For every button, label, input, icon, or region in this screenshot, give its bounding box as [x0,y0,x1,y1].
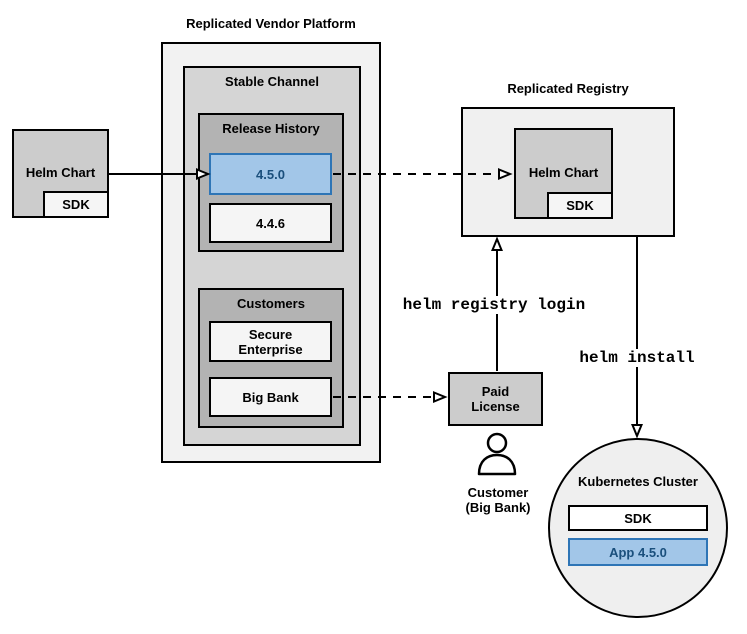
arrow-registry-to-cluster [631,237,643,439]
registry-sdk-label: SDK [566,198,594,213]
helm-install-label: helm install [577,349,697,367]
registry-title: Replicated Registry [507,81,629,96]
release-4-5-0-box: 4.5.0 [209,153,332,195]
customer-caption-line2: (Big Bank) [465,500,531,515]
person-body [477,453,517,476]
customer-caption: Customer (Big Bank) [448,485,548,515]
release-4-4-6-label: 4.4.6 [256,215,285,231]
release-history-title: Release History [222,121,320,136]
customer-caption-line1: Customer [467,485,529,500]
stable-channel-title: Stable Channel [225,74,319,89]
cluster-sdk-box: SDK [568,505,708,531]
customer-secure-enterprise-label: Secure Enterprise [238,326,303,357]
registry-helm-chart-label: Helm Chart [528,165,599,180]
source-sdk-label: SDK [62,197,90,212]
registry-sdk-box: SDK [547,192,613,219]
source-sdk-box: SDK [43,191,109,218]
source-helm-chart-label: Helm Chart [25,165,96,180]
release-4-5-0-label: 4.5.0 [256,166,285,182]
cluster-sdk-label: SDK [624,510,652,526]
arrowhead-icon [631,424,643,439]
arrowhead-icon [433,391,448,403]
paid-license-label: Paid License [471,384,520,414]
customers-title: Customers [237,296,305,311]
release-4-4-6-box: 4.4.6 [209,203,332,243]
customer-person-icon [477,432,517,476]
arrowhead-icon [491,236,503,251]
customer-secure-enterprise-box: Secure Enterprise [209,321,332,362]
person-head [486,432,508,454]
cluster-app-label: App 4.5.0 [609,544,667,560]
customer-big-bank-box: Big Bank [209,377,332,417]
helm-registry-login-label: helm registry login [400,296,588,314]
cluster-app-box: App 4.5.0 [568,538,708,566]
paid-license-box: Paid License [448,372,543,426]
kubernetes-cluster-title: Kubernetes Cluster [578,474,698,489]
vendor-platform-title: Replicated Vendor Platform [186,16,356,31]
customer-big-bank-label: Big Bank [242,389,299,405]
